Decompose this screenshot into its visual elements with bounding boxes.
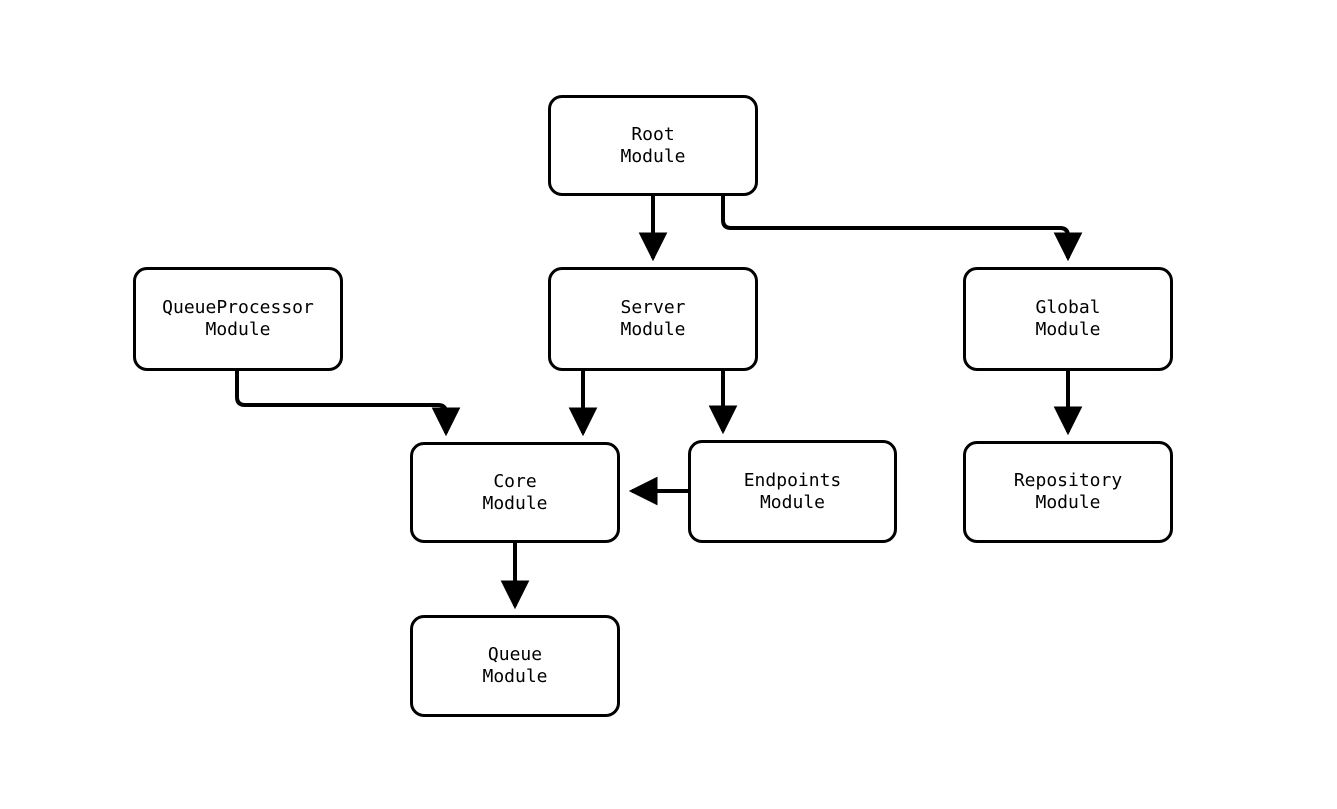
node-queue-module-label: Queue Module (482, 644, 548, 687)
node-server-module-label: Server Module (620, 297, 686, 340)
node-queueprocessor-module[interactable]: QueueProcessor Module (133, 267, 343, 371)
edge-queueprocessor-to-core (235, 371, 461, 437)
edge-root-to-global (721, 196, 1083, 262)
node-root-module-label: Root Module (620, 123, 686, 167)
node-repository-module[interactable]: Repository Module (963, 441, 1173, 543)
node-global-module-label: Global Module (1035, 297, 1101, 340)
node-root-module[interactable]: Root Module (548, 95, 758, 196)
node-endpoints-module-label: Endpoints Module (743, 469, 842, 513)
node-queueprocessor-module-label: QueueProcessor Module (162, 297, 314, 340)
node-server-module[interactable]: Server Module (548, 267, 758, 371)
node-endpoints-module[interactable]: Endpoints Module (688, 440, 897, 543)
node-queue-module[interactable]: Queue Module (410, 615, 620, 717)
node-core-module[interactable]: Core Module (410, 442, 620, 543)
node-repository-module-label: Repository Module (1013, 470, 1123, 513)
node-global-module[interactable]: Global Module (963, 267, 1173, 371)
node-core-module-label: Core Module (482, 470, 548, 514)
